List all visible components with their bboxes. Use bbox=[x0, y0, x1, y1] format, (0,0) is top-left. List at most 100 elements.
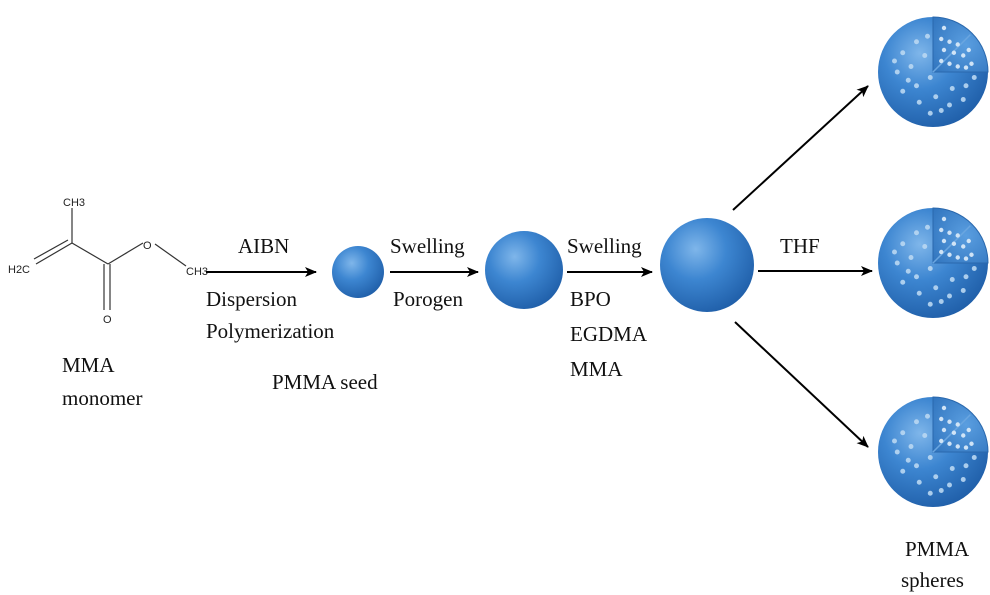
step3-process: Swelling bbox=[567, 234, 642, 258]
pore-outer bbox=[914, 274, 919, 280]
pore-outer bbox=[938, 108, 944, 113]
pore-outer bbox=[894, 260, 900, 266]
pore-inner bbox=[941, 405, 947, 411]
pore-inner bbox=[963, 65, 969, 70]
pore-outer bbox=[947, 102, 952, 108]
mma-label-line1: MMA bbox=[62, 353, 115, 377]
pore-inner bbox=[939, 416, 944, 422]
pore-inner bbox=[966, 427, 971, 433]
pore-outer bbox=[938, 488, 944, 493]
pore-inner bbox=[947, 39, 952, 44]
pore-outer bbox=[905, 77, 911, 83]
pore-inner bbox=[939, 58, 944, 64]
pore-inner bbox=[961, 433, 966, 438]
pore-outer bbox=[900, 430, 906, 436]
step3-reagent-line1: BPO bbox=[570, 287, 611, 311]
pore-inner bbox=[969, 252, 974, 257]
pore-outer bbox=[916, 479, 922, 485]
cutaway-edge bbox=[932, 34, 971, 73]
pore-outer bbox=[960, 477, 966, 482]
pore-outer bbox=[927, 110, 933, 116]
pore-outer bbox=[900, 468, 906, 474]
step1-condition-line1: Dispersion bbox=[206, 287, 297, 311]
pore-outer bbox=[933, 94, 939, 100]
mma-label-line2: monomer bbox=[62, 386, 142, 410]
pore-inner bbox=[955, 42, 960, 47]
pore-outer bbox=[916, 290, 922, 296]
pore-outer bbox=[938, 299, 944, 304]
pore-outer bbox=[949, 466, 955, 471]
pore-inner bbox=[939, 227, 944, 233]
pore-outer bbox=[927, 301, 933, 307]
pore-outer bbox=[894, 69, 900, 75]
pore-inner bbox=[941, 427, 947, 433]
ch3-right-label: CH3 bbox=[186, 266, 208, 278]
product-label-line1: PMMA bbox=[905, 537, 970, 561]
pore-inner bbox=[939, 249, 944, 255]
pore-inner bbox=[939, 438, 944, 444]
pore-inner bbox=[969, 441, 974, 446]
step1-condition-line2: Polymerization bbox=[206, 319, 335, 343]
pore-inner bbox=[969, 61, 974, 66]
pore-outer bbox=[908, 64, 914, 69]
pore-outer bbox=[914, 419, 919, 425]
pore-outer bbox=[925, 413, 930, 419]
pore-outer bbox=[933, 474, 939, 480]
pore-outer bbox=[892, 249, 897, 255]
pore-outer bbox=[925, 33, 930, 39]
mma-structure bbox=[33, 208, 187, 310]
pore-inner bbox=[951, 241, 957, 246]
pore-inner bbox=[941, 47, 947, 53]
pore-outer bbox=[971, 455, 977, 460]
pore-outer bbox=[905, 268, 911, 274]
pore-inner bbox=[947, 61, 952, 66]
pore-outer bbox=[914, 230, 919, 236]
pore-outer bbox=[922, 433, 928, 438]
pore-outer bbox=[971, 266, 977, 271]
step2-process: Swelling bbox=[390, 234, 465, 258]
pore-outer bbox=[914, 463, 919, 469]
pore-outer bbox=[927, 75, 933, 80]
porous-sphere-middle bbox=[878, 207, 989, 318]
pore-inner bbox=[951, 430, 957, 435]
pore-outer bbox=[892, 58, 897, 64]
pore-inner bbox=[947, 419, 952, 424]
pore-inner bbox=[947, 441, 952, 446]
pore-outer bbox=[900, 50, 906, 56]
pore-outer bbox=[900, 279, 906, 285]
ch3-top-label: CH3 bbox=[63, 197, 85, 209]
pore-inner bbox=[961, 53, 966, 58]
pore-inner bbox=[955, 444, 960, 449]
pore-outer bbox=[963, 274, 969, 280]
seed-label: PMMA seed bbox=[272, 370, 378, 394]
porous-sphere-top bbox=[878, 16, 989, 127]
pore-outer bbox=[927, 455, 933, 460]
pore-outer bbox=[927, 266, 933, 271]
step3-reagent-line2: EGDMA bbox=[570, 322, 648, 346]
arrow-branch-bottom bbox=[734, 321, 869, 448]
pore-inner bbox=[963, 256, 969, 261]
pore-outer bbox=[914, 39, 919, 45]
carbonyl-oxygen-label: O bbox=[103, 314, 112, 326]
pore-outer bbox=[949, 277, 955, 282]
pore-inner bbox=[966, 47, 971, 53]
pore-outer bbox=[914, 83, 919, 89]
pore-inner bbox=[955, 233, 960, 238]
polymerized-sphere bbox=[660, 218, 754, 312]
pore-inner bbox=[939, 36, 944, 42]
pore-outer bbox=[894, 449, 900, 455]
pore-outer bbox=[947, 482, 952, 488]
pore-inner bbox=[966, 238, 971, 244]
pore-outer bbox=[922, 53, 928, 58]
pore-outer bbox=[892, 438, 897, 444]
pore-outer bbox=[963, 83, 969, 89]
pore-outer bbox=[949, 86, 955, 91]
pore-outer bbox=[905, 457, 911, 463]
step1-reagent: AIBN bbox=[238, 234, 289, 258]
ch2-left-label: H2C bbox=[8, 264, 30, 276]
step2-reagent: Porogen bbox=[393, 287, 463, 311]
pore-outer bbox=[971, 75, 977, 80]
pore-inner bbox=[963, 445, 969, 450]
pore-outer bbox=[900, 241, 906, 247]
pore-outer bbox=[963, 463, 969, 469]
